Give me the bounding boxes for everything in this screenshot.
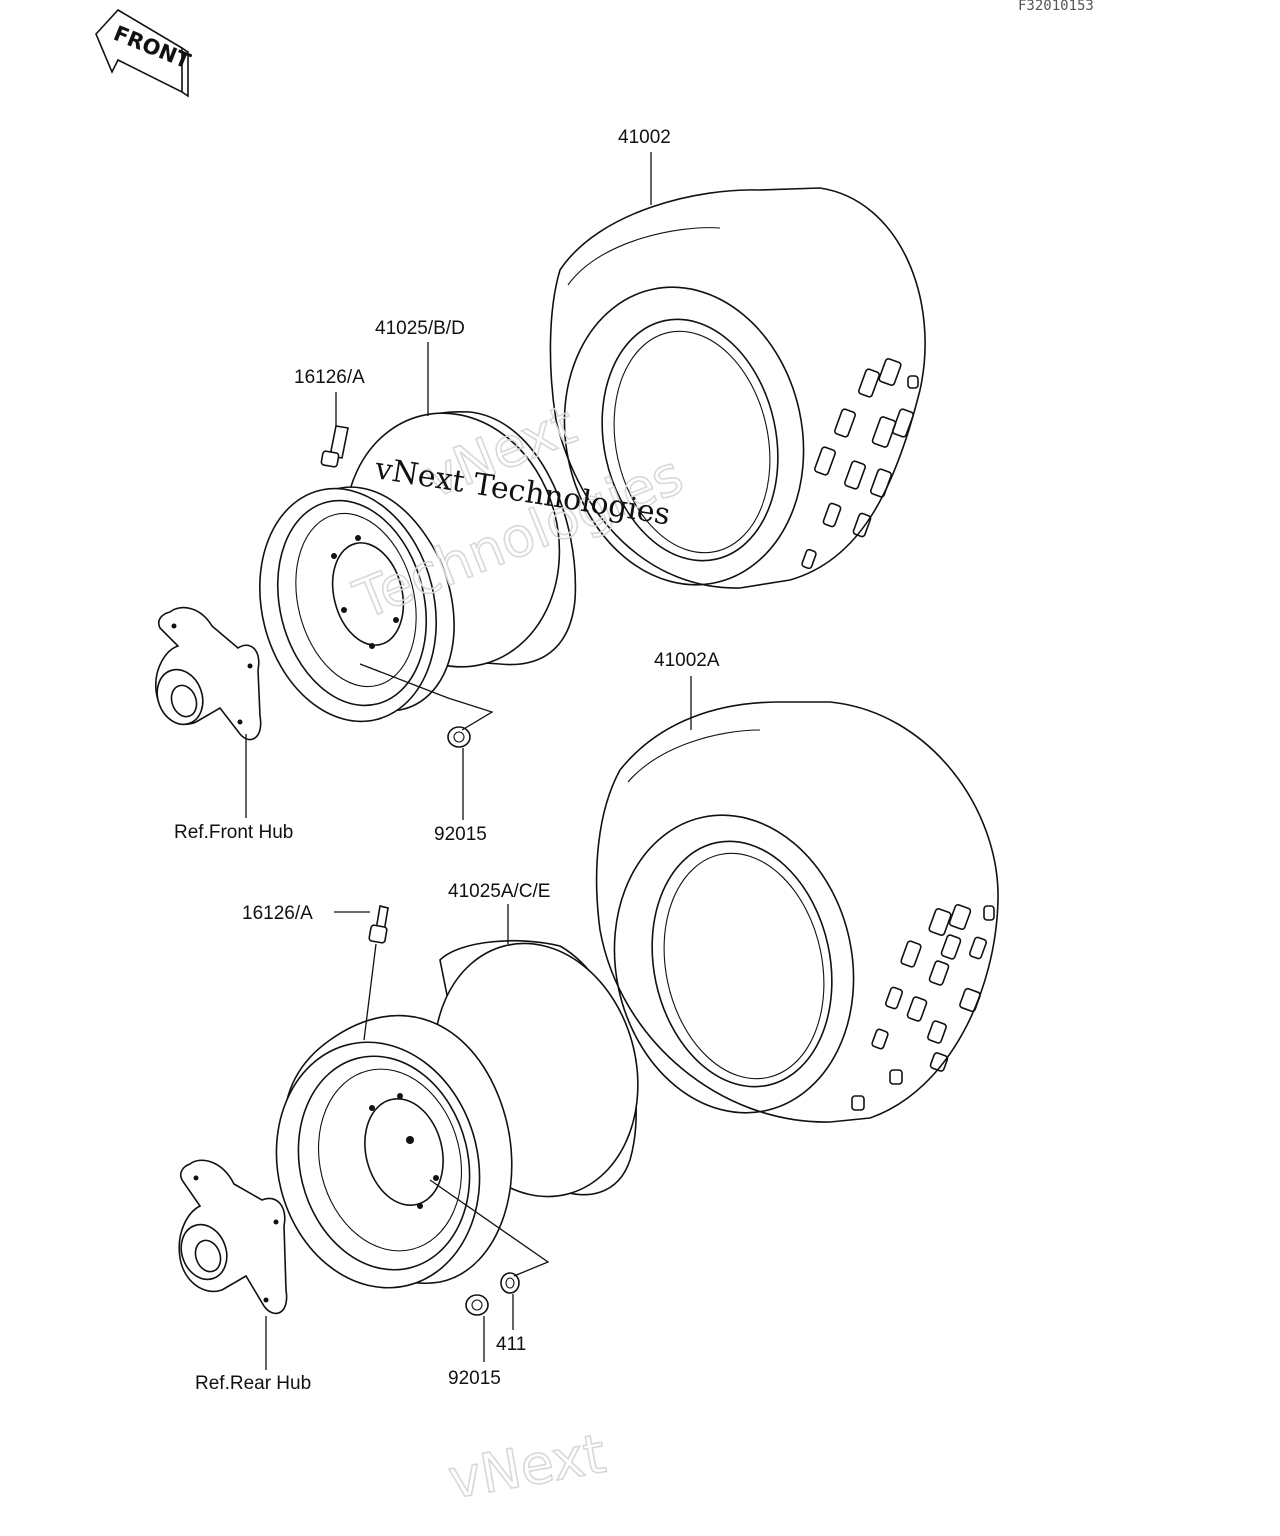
label-rear-tire: 41002A — [654, 650, 720, 671]
label-front-nut: 92015 — [434, 824, 487, 845]
front-hub-icon — [155, 606, 262, 741]
front-tire — [549, 187, 926, 589]
label-rear-nut: 92015 — [448, 1368, 501, 1389]
front-wheel — [259, 410, 577, 723]
rear-valve-icon — [368, 905, 389, 944]
label-front-tire: 41002 — [618, 127, 671, 148]
watermark-bottom-fragment: vNext — [444, 1422, 610, 1511]
label-front-valve: 16126/A — [294, 367, 365, 388]
rear-tire-tread — [851, 903, 995, 1111]
rear-tire — [595, 701, 999, 1123]
diagram-code: F32010153 — [1018, 0, 1094, 14]
leader-lines — [245, 152, 692, 1370]
rear-wheel — [275, 939, 639, 1289]
label-front-wheel: 41025/B/D — [375, 318, 465, 339]
rear-nut-icon — [465, 1294, 489, 1316]
label-rear-valve: 16126/A — [242, 903, 313, 924]
label-rear-washer: 411 — [496, 1334, 526, 1355]
label-rear-hub-ref: Ref.Rear Hub — [195, 1373, 311, 1394]
front-valve-icon — [320, 425, 349, 468]
rear-washer-icon — [500, 1272, 520, 1294]
rear-hub-icon — [178, 1159, 288, 1315]
label-front-hub-ref: Ref.Front Hub — [174, 822, 293, 843]
front-tire-tread — [801, 358, 919, 570]
front-nut-icon — [447, 726, 471, 748]
label-rear-wheel: 41025A/C/E — [448, 881, 550, 902]
front-arrow-icon: FRONT — [95, 8, 194, 98]
